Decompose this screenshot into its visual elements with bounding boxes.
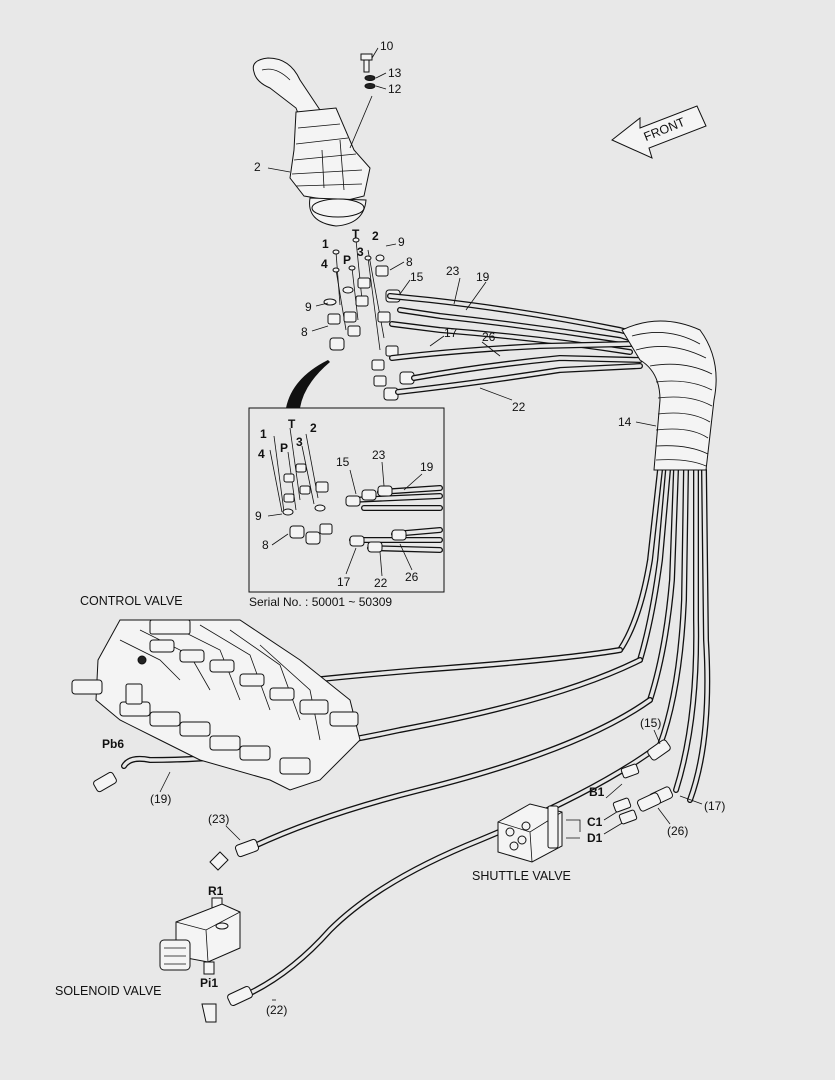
part-number-13: 13 xyxy=(388,66,402,80)
inset-serial-number: Serial No. : 50001 ~ 50309 xyxy=(249,595,392,609)
port-fittings xyxy=(323,237,415,401)
inset-port-t: T xyxy=(288,417,296,431)
part-number-8-top: 8 xyxy=(406,255,413,269)
inset-part-15: 15 xyxy=(336,455,350,469)
front-arrow-icon xyxy=(611,105,707,159)
port-c1-label: C1 xyxy=(587,815,603,829)
shuttle-valve-label: SHUTTLE VALVE xyxy=(472,869,571,883)
part-number-15: 15 xyxy=(410,270,424,284)
part-number-23: 23 xyxy=(446,264,460,278)
inset-pointer xyxy=(286,360,330,408)
part-number-19: 19 xyxy=(476,270,490,284)
joystick-assembly xyxy=(252,53,376,227)
fitting-23 xyxy=(234,838,260,858)
port-4: 4 xyxy=(321,257,328,271)
callout-23: (23) xyxy=(208,812,229,826)
port-t: T xyxy=(352,227,360,241)
inset-port-3: 3 xyxy=(296,435,303,449)
inset-detail xyxy=(248,407,445,593)
port-3: 3 xyxy=(357,245,364,259)
port-b1-label: B1 xyxy=(589,785,605,799)
control-valve-body xyxy=(71,619,361,791)
inset-part-17: 17 xyxy=(337,575,351,589)
callout-17: (17) xyxy=(704,799,725,813)
control-valve-label: CONTROL VALVE xyxy=(80,594,183,608)
part-number-2: 2 xyxy=(254,160,261,174)
inset-port-4: 4 xyxy=(258,447,265,461)
callout-15: (15) xyxy=(640,716,661,730)
port-1: 1 xyxy=(322,237,329,251)
part-number-12: 12 xyxy=(388,82,402,96)
part-number-17: 17 xyxy=(444,326,458,340)
callout-19: (19) xyxy=(150,792,171,806)
port-p: P xyxy=(343,253,351,267)
port-pb6-label: Pb6 xyxy=(102,737,124,751)
port-2: 2 xyxy=(372,229,379,243)
pi1-fitting xyxy=(201,1003,217,1023)
inset-port-1: 1 xyxy=(260,427,267,441)
part-number-9-top: 9 xyxy=(398,235,405,249)
part-number-9-left: 9 xyxy=(305,300,312,314)
port-d1-label: D1 xyxy=(587,831,603,845)
port-r1-label: R1 xyxy=(208,884,224,898)
fitting-26 xyxy=(636,792,662,812)
part-number-26: 26 xyxy=(482,330,496,344)
inset-part-22: 22 xyxy=(374,576,388,590)
shuttle-valve-body xyxy=(497,803,581,863)
protective-sleeve xyxy=(621,320,717,471)
callout-22: (22) xyxy=(266,1003,287,1017)
inset-part-19: 19 xyxy=(420,460,434,474)
pb6-fitting xyxy=(93,771,117,793)
fitting-22 xyxy=(227,985,253,1007)
inset-part-26: 26 xyxy=(405,570,419,584)
part-number-10: 10 xyxy=(380,39,394,53)
solenoid-valve-label: SOLENOID VALVE xyxy=(55,984,162,998)
part-number-22: 22 xyxy=(512,400,526,414)
part-number-14: 14 xyxy=(618,415,632,429)
part-number-8-left: 8 xyxy=(301,325,308,339)
inset-port-2: 2 xyxy=(310,421,317,435)
inset-port-p: P xyxy=(280,441,288,455)
inset-part-23: 23 xyxy=(372,448,386,462)
solenoid-valve-body xyxy=(159,897,241,975)
port-pi1-label: Pi1 xyxy=(200,976,218,990)
callout-26: (26) xyxy=(667,824,688,838)
inset-part-9: 9 xyxy=(255,509,262,523)
inset-part-8: 8 xyxy=(262,538,269,552)
fitting-15 xyxy=(647,739,671,761)
